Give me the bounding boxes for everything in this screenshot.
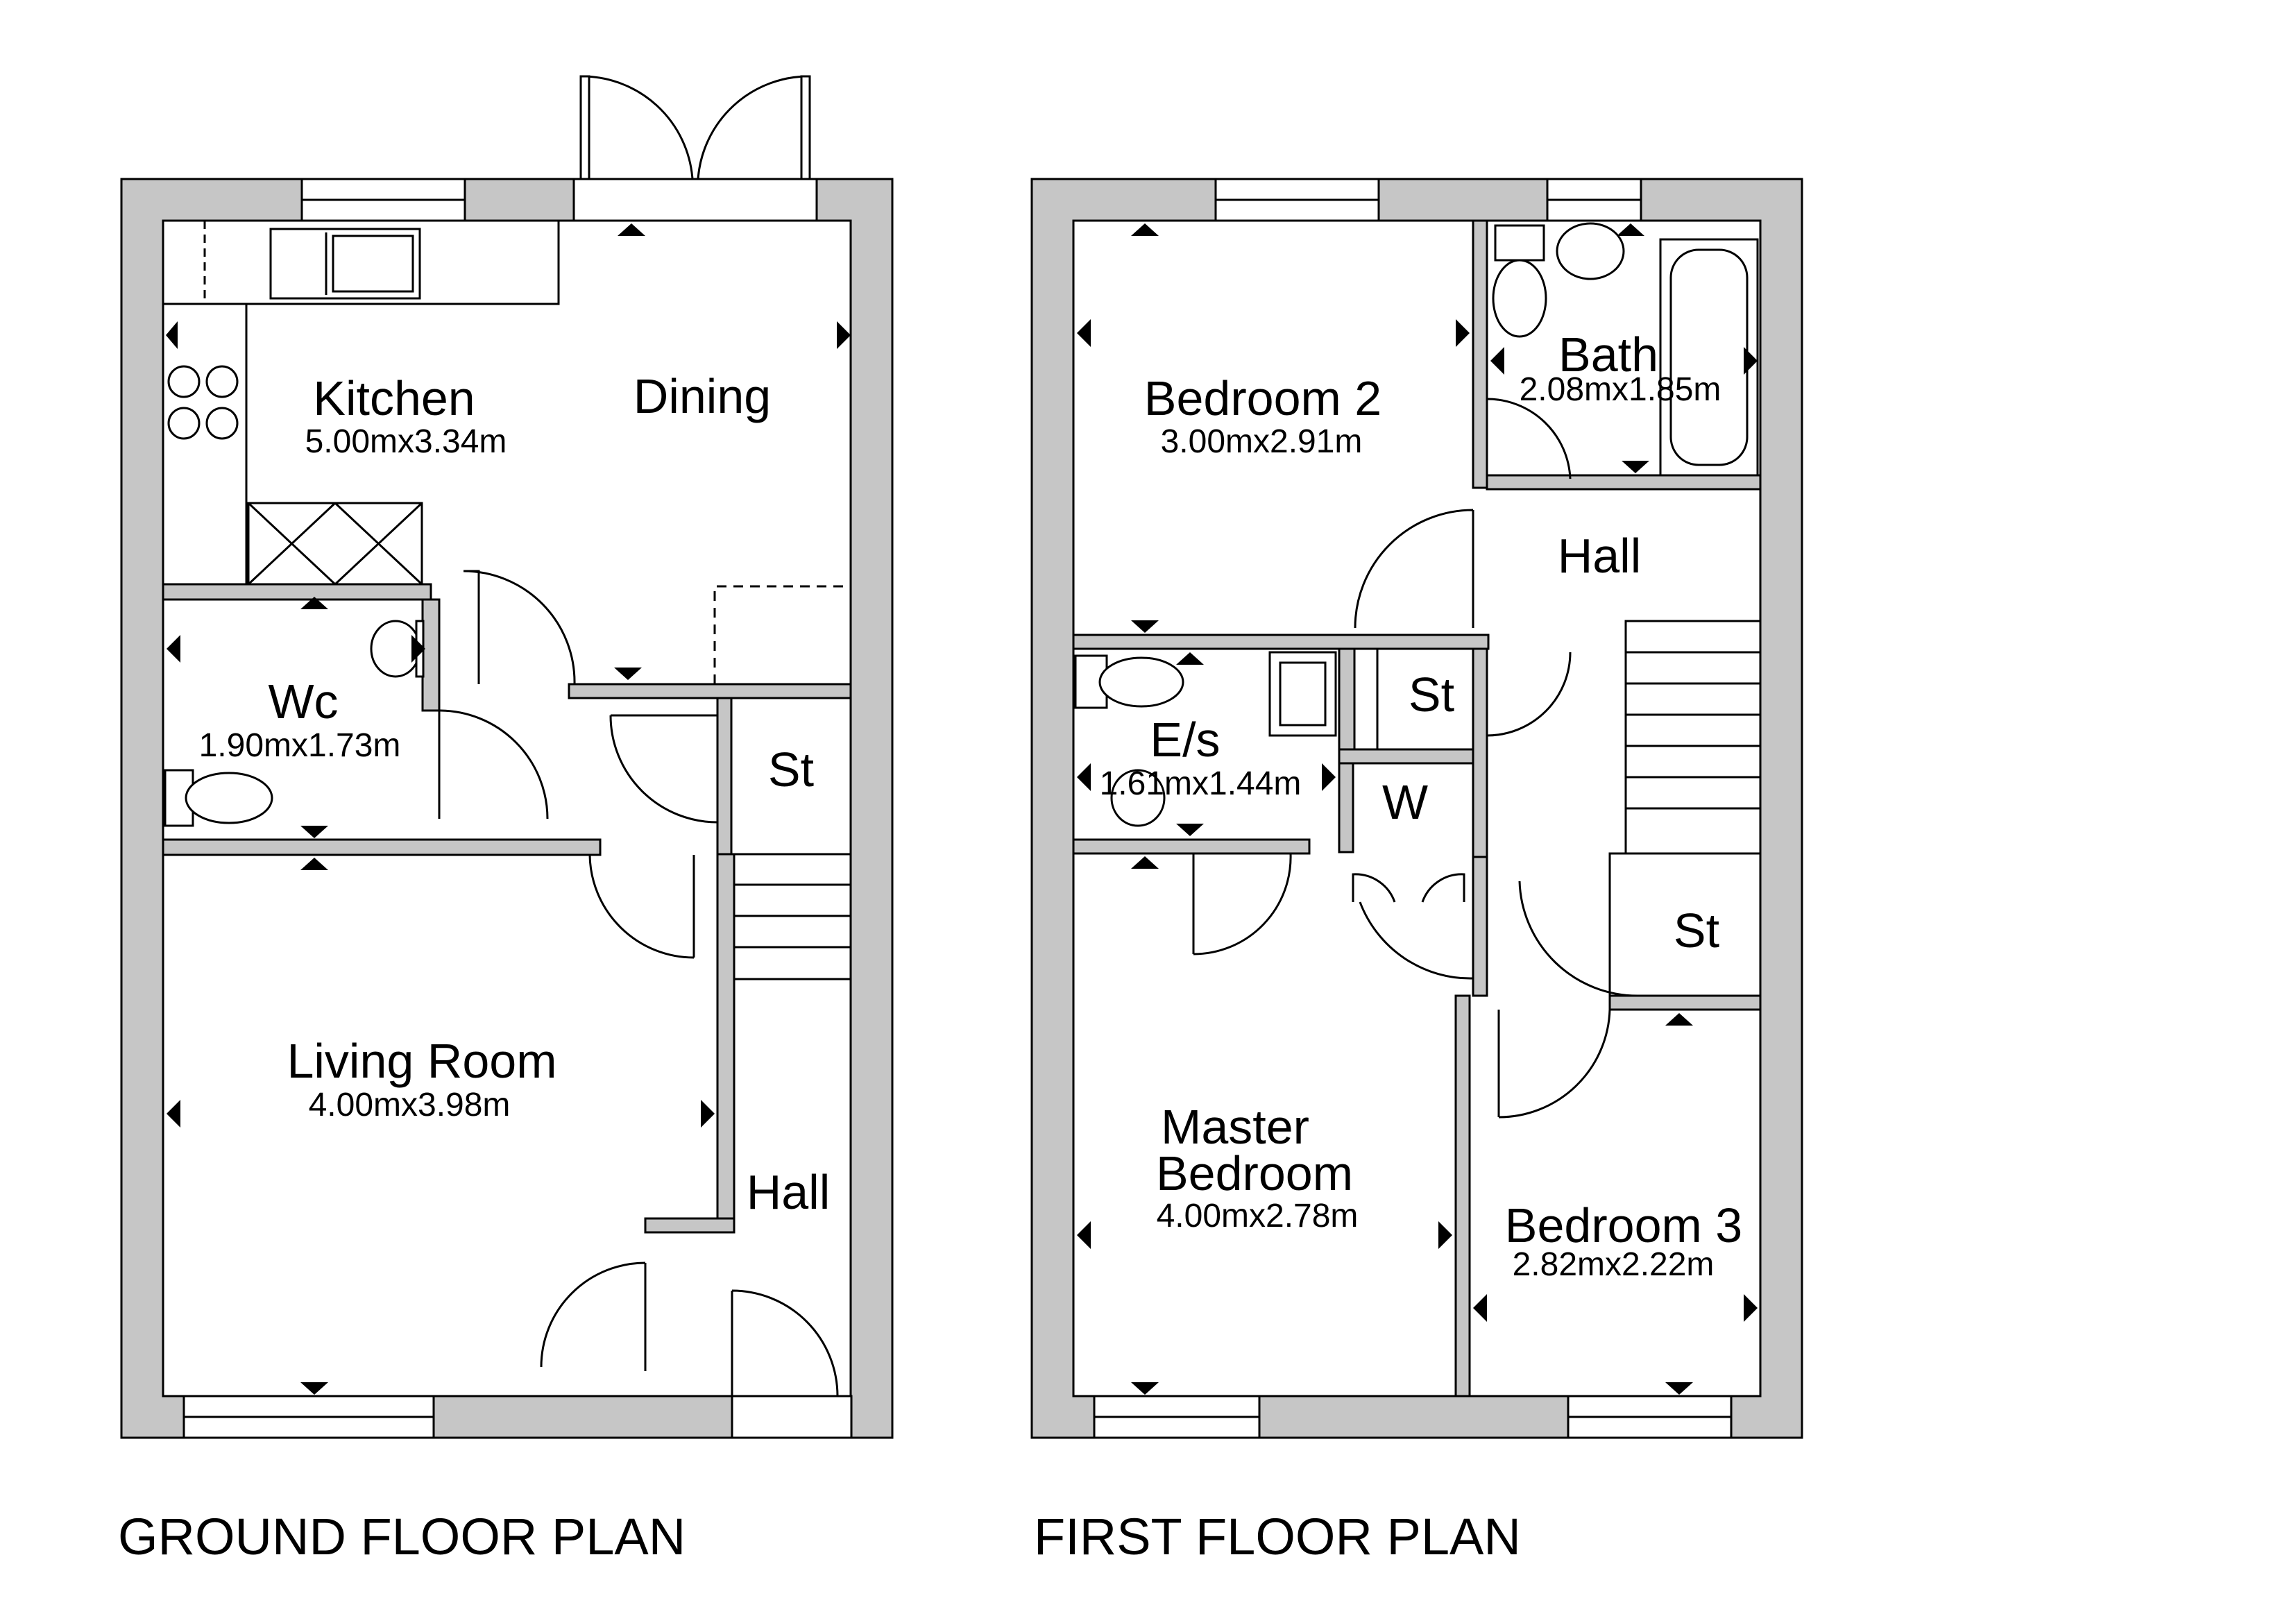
landing-right-wall — [1472, 856, 1488, 997]
wc-label: Wc — [268, 674, 338, 729]
first-stairs — [1624, 620, 1762, 855]
ensuite-basin — [1110, 769, 1166, 827]
kitchen-appliances — [247, 502, 423, 586]
wardrobe-doors — [1352, 873, 1465, 903]
store2-label: St — [1674, 903, 1719, 958]
front-door — [731, 1289, 839, 1397]
living-room-size: 4.00mx3.98m — [309, 1087, 511, 1123]
living-door — [588, 854, 695, 959]
kitchen-side-worktop — [162, 303, 248, 586]
wc-toilet — [164, 769, 273, 827]
bedroom2-label: Bedroom 2 — [1144, 371, 1381, 425]
hall-left-wall — [716, 853, 735, 1234]
ensuite-size: 1.61mx1.44m — [1100, 765, 1302, 802]
wc-right-wall — [421, 598, 441, 712]
patio-door-frame — [572, 178, 818, 222]
first-hall-label: Hall — [1558, 529, 1642, 583]
hall-jog-wall — [644, 1217, 735, 1234]
dining-label: Dining — [633, 369, 771, 423]
master-bedroom-label-2: Bedroom — [1156, 1146, 1353, 1200]
dining-hall-door — [463, 570, 576, 685]
bedroom3-top-wall — [1608, 994, 1762, 1011]
first-outer-walls — [1030, 178, 1803, 1439]
wardrobe-left-wall — [1338, 762, 1354, 853]
store-door — [609, 714, 718, 824]
store2-door — [1518, 881, 1638, 997]
front-door-opening — [731, 1395, 853, 1439]
ensuite-bottom-wall — [1072, 838, 1311, 855]
store1-door — [1486, 652, 1572, 737]
bath-door — [1486, 398, 1572, 479]
ensuite-label: E/s — [1150, 713, 1220, 767]
kitchen-size: 5.00mx3.34m — [305, 423, 507, 460]
hall-label: Hall — [747, 1165, 831, 1219]
store-left-wall — [716, 697, 733, 856]
store-label: St — [768, 742, 814, 797]
store1-right-wall — [1472, 647, 1488, 858]
bath-bottom-wall — [1486, 474, 1762, 491]
bedroom2-size: 3.00mx2.91m — [1161, 423, 1363, 460]
wardrobe-walls — [1338, 748, 1481, 765]
bath-label: Bath — [1558, 328, 1658, 382]
store1-box — [1376, 647, 1474, 751]
first-dimension-arrows — [1077, 223, 1758, 1395]
store1-label: St — [1409, 668, 1454, 722]
bedroom3-label: Bedroom 3 — [1505, 1198, 1742, 1252]
ensuite-toilet — [1074, 654, 1184, 709]
dining-dashed-line — [713, 585, 851, 684]
bedroom3-size: 2.82mx2.22m — [1513, 1246, 1715, 1283]
bedroom2-right-wall — [1472, 219, 1488, 489]
wc-door — [438, 709, 549, 819]
master-door — [1359, 901, 1474, 980]
wc-top-wall — [162, 583, 432, 601]
patio-door-swing — [579, 75, 811, 180]
bath-toilet — [1492, 224, 1547, 338]
kitchen-label: Kitchen — [313, 371, 475, 425]
bedroom3-door — [1497, 1009, 1611, 1119]
first-floor-title: FIRST FLOOR PLAN — [1034, 1508, 1521, 1565]
hob — [167, 365, 239, 440]
ensuite-right-wall — [1338, 647, 1356, 751]
bath-basin — [1556, 222, 1625, 280]
wardrobe-label: W — [1382, 775, 1428, 829]
wc-bottom-wall — [162, 838, 602, 856]
bathtub — [1659, 238, 1759, 477]
ground-stairs — [733, 853, 852, 980]
bath-size: 2.08mx1.85m — [1520, 371, 1721, 408]
living-room-label: Living Room — [287, 1034, 556, 1088]
ground-floor-plan: Kitchen 5.00mx3.34m Dining Wc 1.90mx1.73… — [118, 75, 894, 1565]
ensuite-door — [1192, 853, 1292, 955]
hall-inner-door — [540, 1261, 647, 1371]
ground-dimension-arrows — [166, 223, 851, 1395]
wc-size: 1.90mx1.73m — [199, 727, 401, 764]
bedroom3-left-wall — [1454, 994, 1471, 1397]
bedroom2-door — [1354, 509, 1474, 629]
bedroom2-bottom-wall — [1072, 634, 1490, 650]
ground-floor-title: GROUND FLOOR PLAN — [118, 1508, 686, 1565]
master-bedroom-size: 4.00mx2.78m — [1157, 1198, 1359, 1234]
master-bedroom-label-1: Master — [1161, 1100, 1309, 1154]
first-floor-plan: Bedroom 2 3.00mx2.91m Bath 2.08mx1.85m H… — [1030, 178, 1803, 1565]
dining-bottom-wall — [568, 683, 852, 699]
